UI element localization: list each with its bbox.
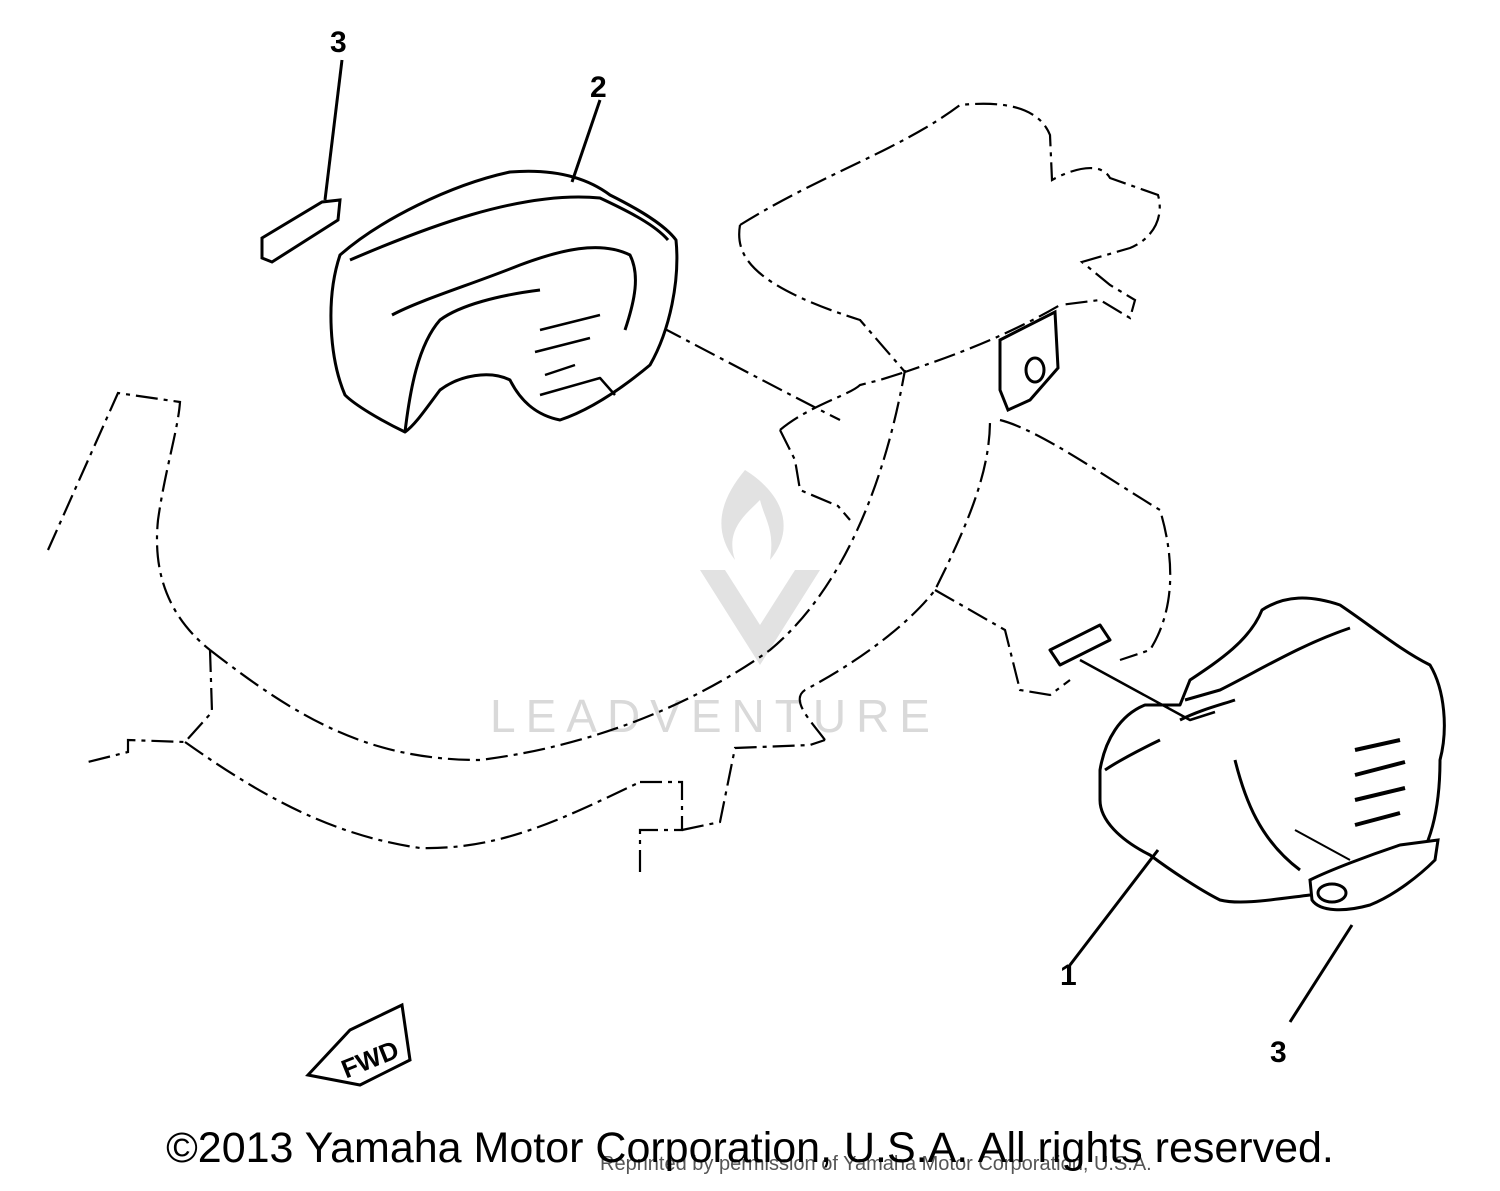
callout-2: 2 <box>590 71 607 104</box>
leader-lines <box>323 59 1354 1023</box>
watermark-text: LEADVENTURE <box>490 690 940 742</box>
callout-3-top: 3 <box>330 26 347 59</box>
part-3-bracket-top <box>260 198 342 264</box>
underprint-text: Reprinted by permission of Yamaha Motor … <box>600 1153 1152 1175</box>
part-1-side-cover <box>1048 596 1446 904</box>
seat-bracket <box>998 309 1060 413</box>
leadventure-watermark: LEADVENTURE <box>490 470 940 742</box>
callout-1: 1 <box>1060 959 1077 992</box>
fwd-arrow: FWD <box>305 1002 412 1087</box>
copyright-notice: ©2013 Yamaha Motor Corporation, U.S.A. A… <box>166 1124 1334 1172</box>
frame-outline <box>46 102 1172 872</box>
part-2-side-cover <box>329 169 679 434</box>
callout-3-bottom: 3 <box>1270 1036 1287 1069</box>
part-3-bracket-bottom <box>1308 838 1440 912</box>
